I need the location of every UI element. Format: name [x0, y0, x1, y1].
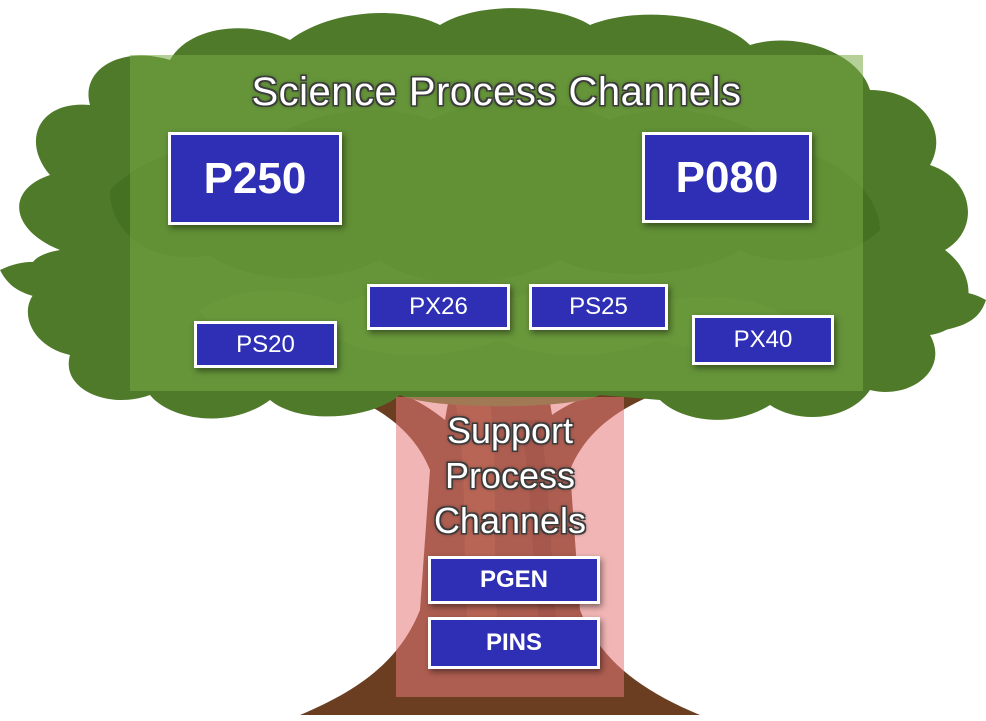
support-title-line: Support: [446, 410, 574, 451]
support-title-line: Process: [444, 455, 576, 496]
channel-box-ps20: PS20: [194, 321, 337, 368]
channel-box-px40: PX40: [692, 315, 834, 365]
channel-box-p080: P080: [642, 132, 812, 223]
science-process-title: Science Process Channels: [251, 70, 742, 114]
channel-box-ps25: PS25: [529, 284, 668, 330]
support-process-title: Support Process Channels: [396, 408, 624, 543]
channel-box-p250: P250: [168, 132, 342, 225]
channel-box-px26: PX26: [367, 284, 510, 330]
support-title-line: Channels: [433, 500, 587, 541]
channel-box-pins: PINS: [428, 617, 600, 669]
channel-box-pgen: PGEN: [428, 556, 600, 604]
